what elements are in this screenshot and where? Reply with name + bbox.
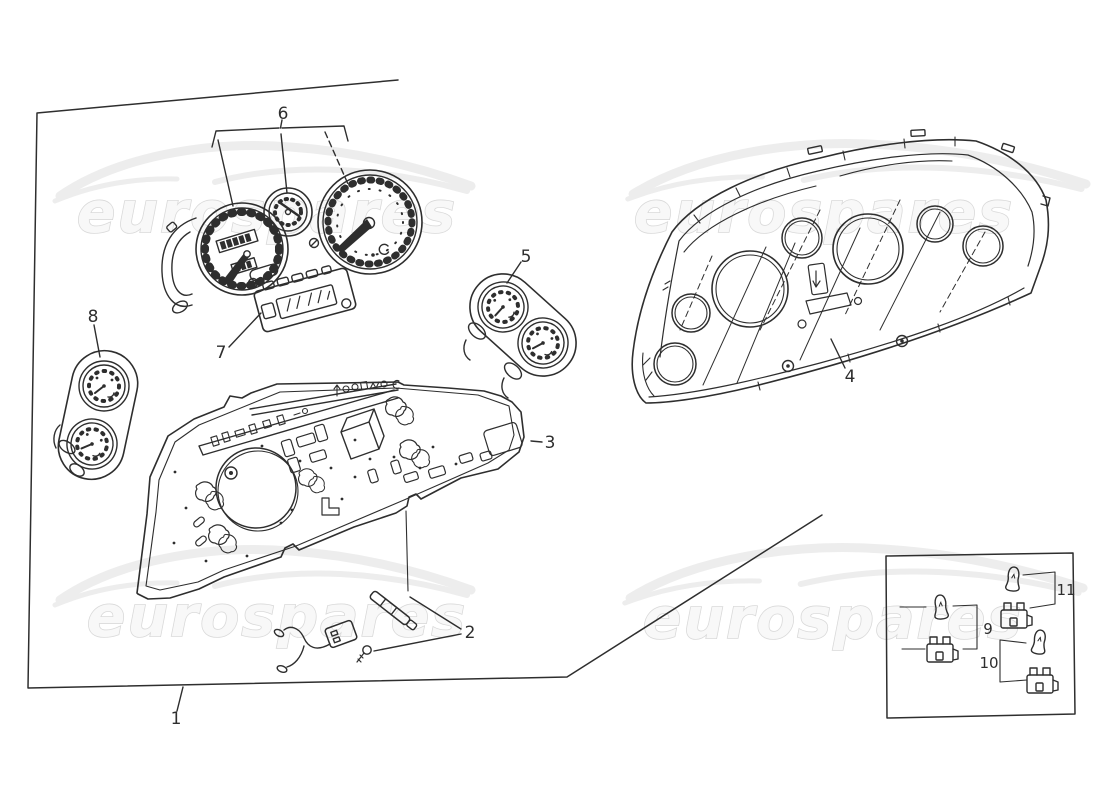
callout-leader-11 [1022, 571, 1056, 609]
watermark-text: eurospares [77, 180, 457, 246]
clock-gauge-dial [263, 187, 313, 237]
watermark-text: eurospares [643, 586, 1023, 652]
plate-cutouts [193, 421, 523, 547]
callout-label-8: 8 [88, 307, 99, 327]
gauge-cluster-dials [161, 169, 423, 314]
callout-label-9: 9 [983, 620, 993, 638]
screw [308, 237, 320, 249]
callout-label-2: 2 [465, 623, 476, 643]
twin-gauge-pod-right [463, 273, 577, 399]
cluster-backplate [136, 379, 525, 600]
callout-label-5: 5 [521, 247, 532, 267]
screw [356, 645, 372, 663]
watermark-layer: eurospares eurospares eurospares eurospa… [55, 144, 1086, 653]
tachometer-dial [317, 169, 423, 275]
callout-leader-4 [830, 338, 846, 369]
callout-leader-8 [93, 324, 101, 358]
exploded-view-border [27, 79, 823, 689]
speedometer-dial [195, 202, 289, 296]
bezel-openings [653, 205, 1004, 386]
bulb-and-holder-c [1026, 628, 1059, 694]
callout-label-11: 11 [1056, 581, 1075, 599]
callout-label-4: 4 [845, 367, 856, 387]
callout-leader-10 [999, 639, 1028, 683]
rivet-dots [172, 438, 458, 563]
twin-gauge-pod-left [53, 349, 139, 481]
bulb-kit-box [885, 552, 1076, 719]
trip-display-module [253, 265, 357, 333]
callout-label-10: 10 [979, 654, 998, 672]
callout-leader-3 [530, 440, 543, 443]
callout-leader-1 [176, 686, 184, 712]
instrument-bezel [631, 128, 1051, 404]
sketch-hatching [679, 199, 986, 386]
callout-leader-5 [506, 261, 522, 284]
speed-sensor-cable [273, 510, 418, 673]
callout-label-1: 1 [171, 709, 182, 729]
telltale-windows [210, 407, 309, 447]
rim-ticks [642, 136, 1011, 391]
bulb-holders [195, 396, 435, 558]
bezel-centre-cutouts [797, 262, 863, 329]
callout-labels: 1 2 3 4 5 6 7 8 9 10 11 [88, 104, 1076, 729]
callout-leader-7 [228, 312, 262, 348]
callout-label-6: 6 [278, 104, 289, 124]
callout-leader-9 [899, 604, 978, 650]
callout-leader-6 [211, 119, 349, 207]
watermark-text: eurospares [87, 584, 467, 650]
telltale-glyphs [333, 379, 400, 397]
callout-label-7: 7 [216, 343, 227, 363]
callout-label-3: 3 [545, 433, 556, 453]
callout-leader-2 [373, 596, 462, 652]
